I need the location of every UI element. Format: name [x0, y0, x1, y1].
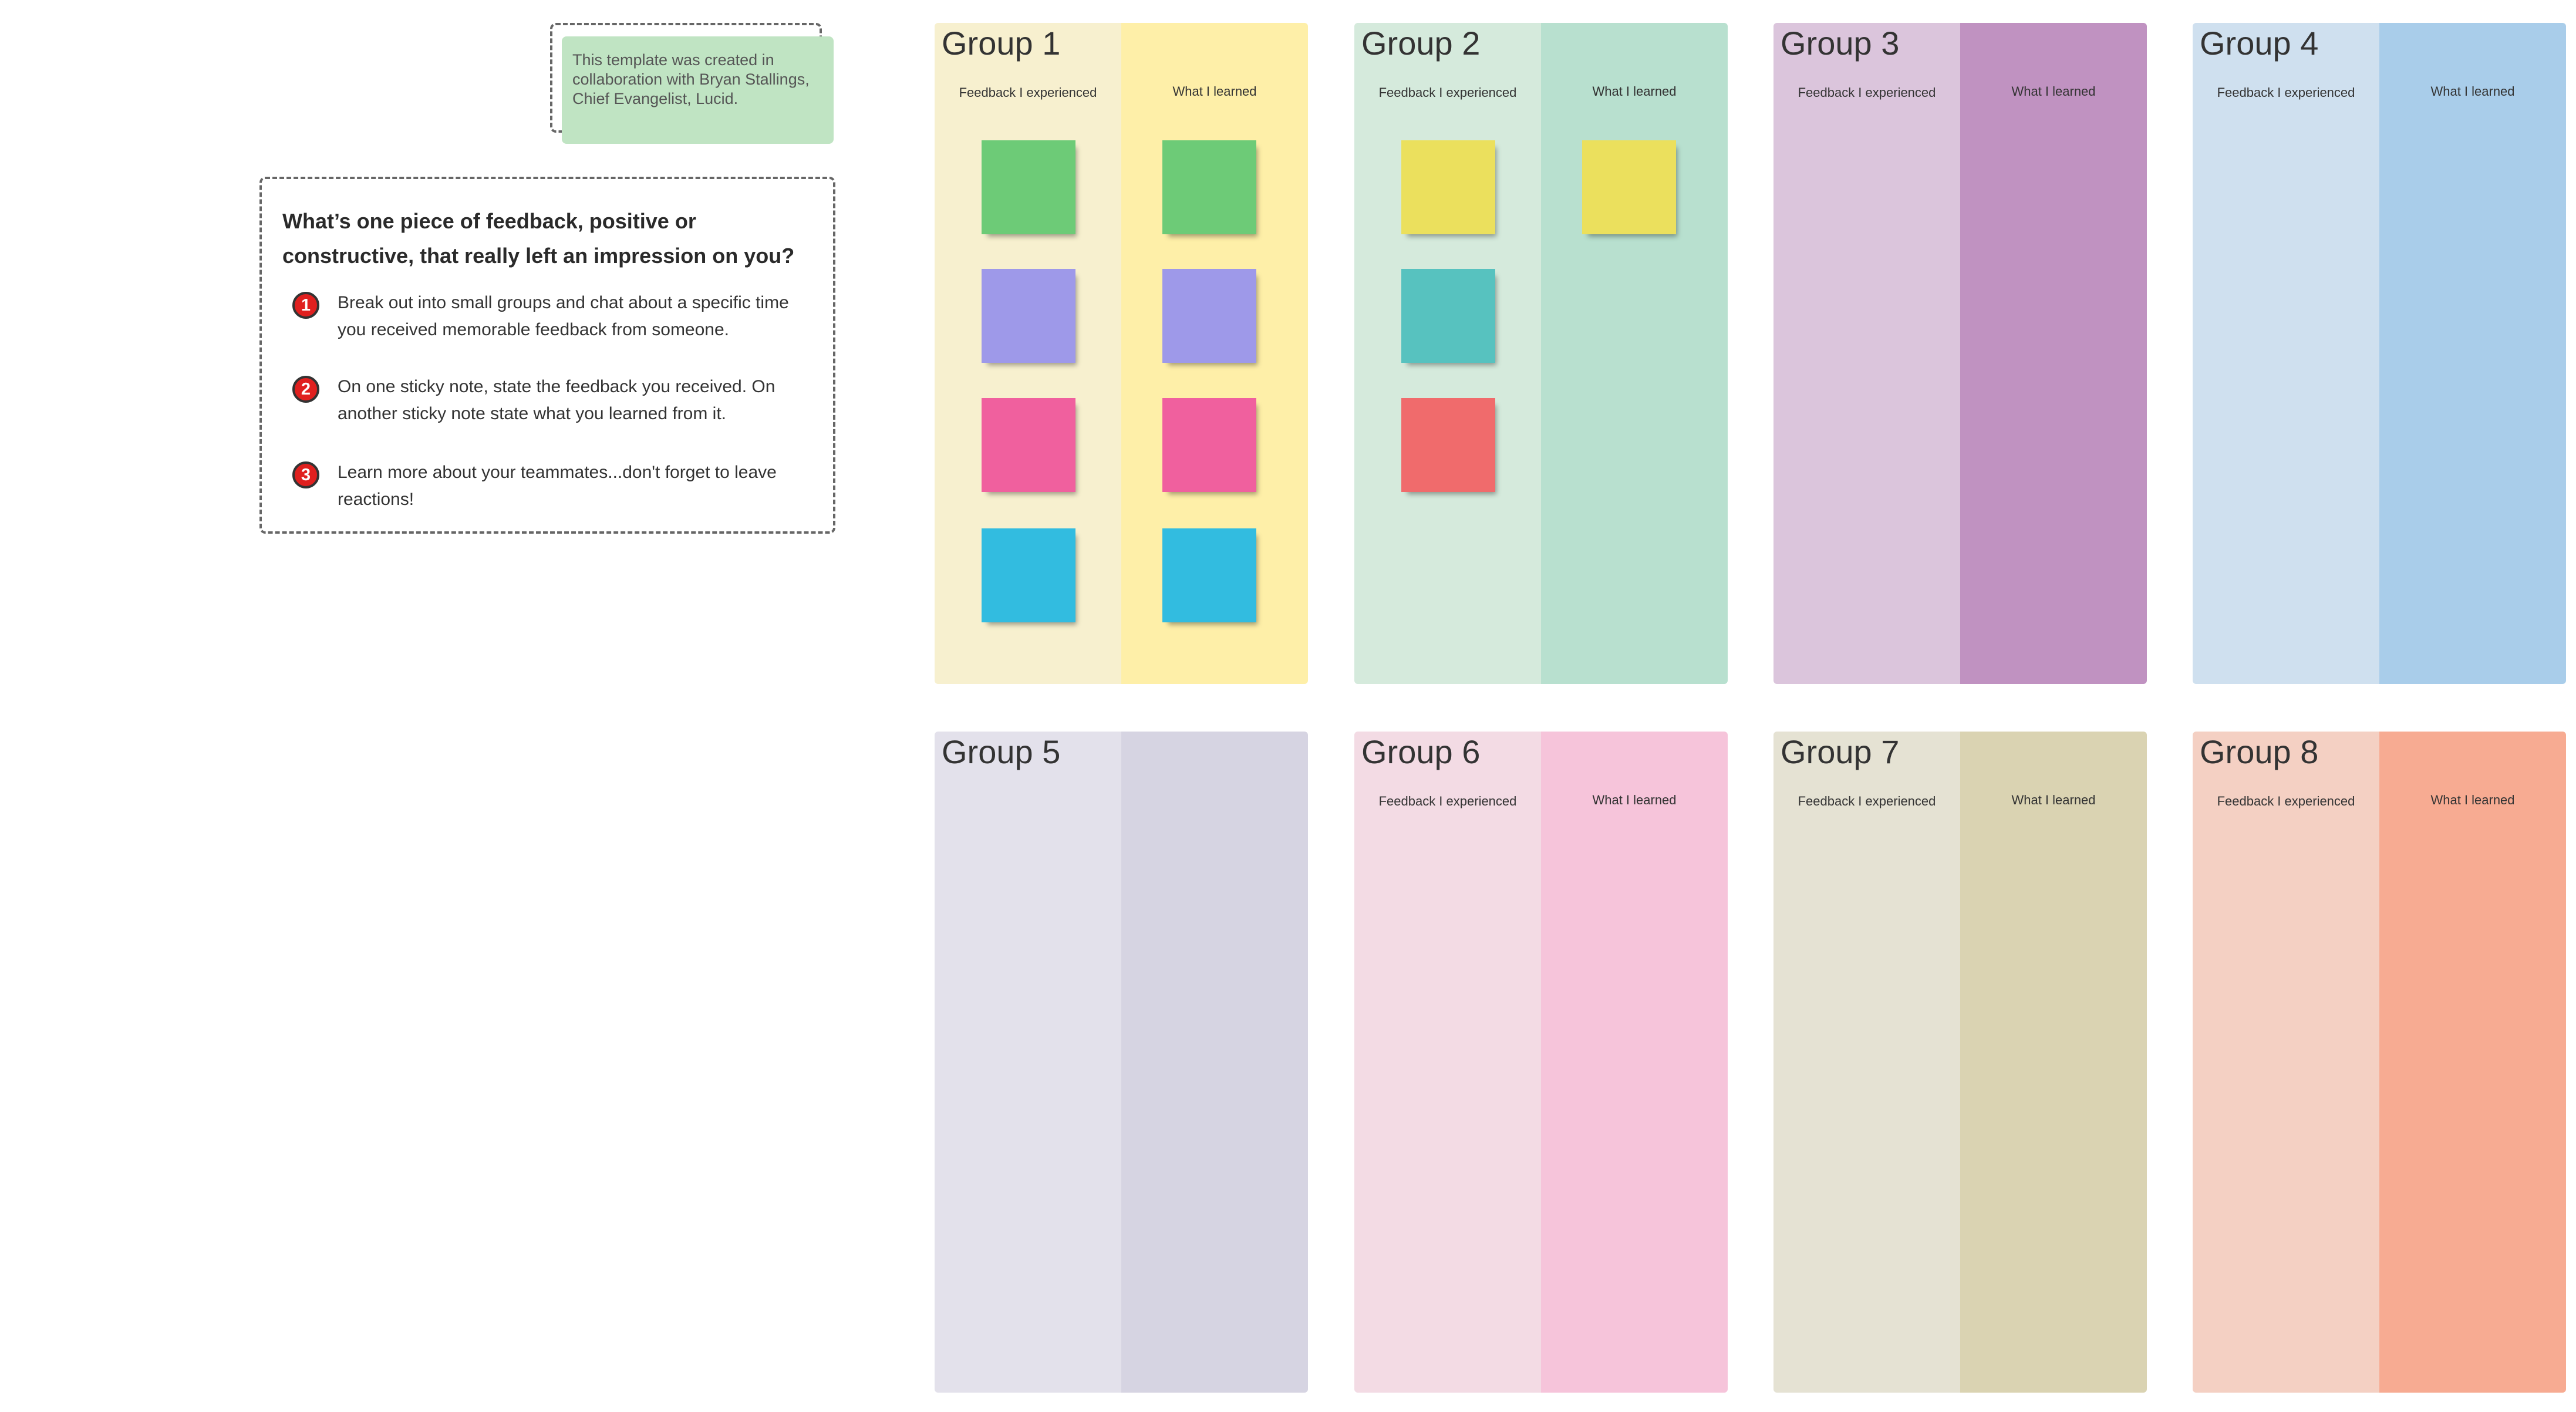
- step-number-badge: 2: [292, 376, 319, 403]
- column-label: What I learned: [1592, 793, 1677, 807]
- column-label: What I learned: [1172, 84, 1257, 99]
- group-title: Group 8: [2200, 733, 2319, 770]
- group-4-feedback-column[interactable]: Group 4 Feedback I experienced: [2193, 23, 2379, 684]
- group-8-learned-column[interactable]: What I learned: [2379, 732, 2566, 1393]
- credit-note[interactable]: This template was created in collaborati…: [562, 36, 834, 144]
- sticky-note[interactable]: [1162, 528, 1256, 622]
- group-1-feedback-column[interactable]: Group 1 Feedback I experienced: [935, 23, 1121, 684]
- sticky-note[interactable]: [1162, 398, 1256, 492]
- column-label: What I learned: [2430, 84, 2515, 99]
- column-label: Feedback I experienced: [2217, 794, 2355, 808]
- group-7-feedback-column[interactable]: Group 7 Feedback I experienced: [1773, 732, 1960, 1393]
- column-label: What I learned: [2011, 84, 2096, 99]
- group-7-learned-column[interactable]: What I learned: [1960, 732, 2147, 1393]
- group-8-feedback-column[interactable]: Group 8 Feedback I experienced: [2193, 732, 2379, 1393]
- group-title: Group 6: [1361, 733, 1481, 770]
- instructions-box[interactable]: What’s one piece of feedback, positive o…: [259, 177, 835, 534]
- column-label: What I learned: [2011, 793, 2096, 807]
- column-label: Feedback I experienced: [1378, 85, 1517, 100]
- group-2-learned-column[interactable]: What I learned: [1541, 23, 1728, 684]
- group-title: Group 4: [2200, 25, 2319, 62]
- sticky-note[interactable]: [1162, 269, 1256, 363]
- group-4-learned-column[interactable]: What I learned: [2379, 23, 2566, 684]
- step-number-badge: 1: [292, 292, 319, 319]
- group-title: Group 3: [1781, 25, 1900, 62]
- sticky-note[interactable]: [982, 269, 1075, 363]
- column-label: Feedback I experienced: [959, 85, 1097, 100]
- group-title: Group 1: [942, 25, 1061, 62]
- sticky-note[interactable]: [1401, 269, 1495, 363]
- group-title: Group 7: [1781, 733, 1900, 770]
- group-title: Group 5: [942, 733, 1061, 770]
- sticky-note[interactable]: [982, 398, 1075, 492]
- group-6-feedback-column[interactable]: Group 6 Feedback I experienced: [1354, 732, 1541, 1393]
- sticky-note[interactable]: [1582, 140, 1676, 234]
- group-5-feedback-column[interactable]: Group 5: [935, 732, 1121, 1393]
- column-label: What I learned: [2430, 793, 2515, 807]
- column-label: Feedback I experienced: [1798, 794, 1936, 808]
- sticky-note[interactable]: [1401, 398, 1495, 492]
- group-3-feedback-column[interactable]: Group 3 Feedback I experienced: [1773, 23, 1960, 684]
- step-number-badge: 3: [292, 461, 319, 488]
- group-1-learned-column[interactable]: What I learned: [1121, 23, 1308, 684]
- column-label: Feedback I experienced: [1378, 794, 1517, 808]
- column-label: What I learned: [1592, 84, 1677, 99]
- sticky-note[interactable]: [982, 140, 1075, 234]
- group-3-learned-column[interactable]: What I learned: [1960, 23, 2147, 684]
- instructions-heading: What’s one piece of feedback, positive o…: [282, 209, 795, 268]
- group-6-learned-column[interactable]: What I learned: [1541, 732, 1728, 1393]
- credit-note-text: This template was created in collaborati…: [572, 51, 810, 107]
- group-title: Group 2: [1361, 25, 1481, 62]
- column-label: Feedback I experienced: [2217, 85, 2355, 100]
- sticky-note[interactable]: [1401, 140, 1495, 234]
- step-text: Break out into small groups and chat abo…: [338, 293, 789, 339]
- sticky-note[interactable]: [982, 528, 1075, 622]
- step-text: On one sticky note, state the feedback y…: [338, 377, 776, 423]
- group-2-feedback-column[interactable]: Group 2 Feedback I experienced: [1354, 23, 1541, 684]
- sticky-note[interactable]: [1162, 140, 1256, 234]
- step-text: Learn more about your teammates...don't …: [338, 463, 777, 509]
- column-label: Feedback I experienced: [1798, 85, 1936, 100]
- group-5-learned-column[interactable]: [1121, 732, 1308, 1393]
